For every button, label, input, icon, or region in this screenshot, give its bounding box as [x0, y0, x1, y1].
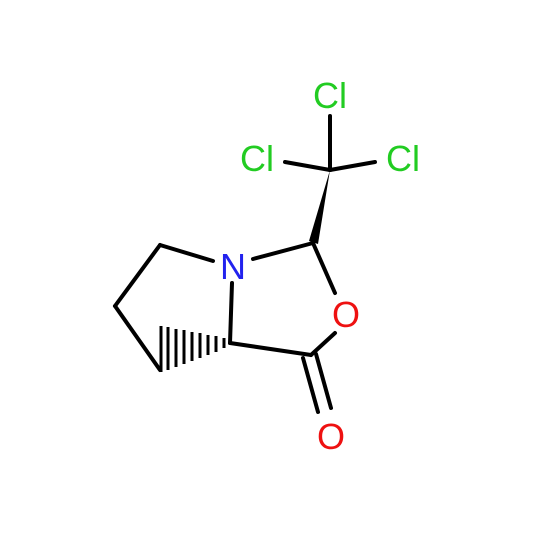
hash-bond: [159, 326, 226, 372]
bond-c1-c7a: [228, 341, 313, 357]
chlorine-top-label: Cl: [313, 75, 347, 116]
bond-ch2-ch2b: [113, 304, 162, 372]
bond-o-c1: [309, 331, 337, 357]
bond-co-double-b: [314, 352, 333, 410]
bond-c-cl-left: [283, 160, 332, 172]
bond-c3-n: [251, 241, 315, 261]
bond-ch2-ch2: [113, 243, 162, 308]
wedge-bond: [309, 170, 330, 244]
bond-group: [113, 114, 377, 414]
ring-oxygen-label: O: [332, 294, 360, 335]
chlorine-right-label: Cl: [386, 138, 420, 179]
chlorine-left-label: Cl: [240, 138, 274, 179]
nitrogen-label: N: [220, 246, 246, 287]
bond-co-double-a: [301, 356, 320, 414]
bond-n-ch2: [158, 243, 215, 263]
bond-c7a-n: [228, 281, 234, 345]
bond-c3-o: [311, 241, 337, 295]
carbonyl-oxygen-label: O: [317, 416, 345, 457]
bond-c-cl-right: [328, 160, 377, 172]
